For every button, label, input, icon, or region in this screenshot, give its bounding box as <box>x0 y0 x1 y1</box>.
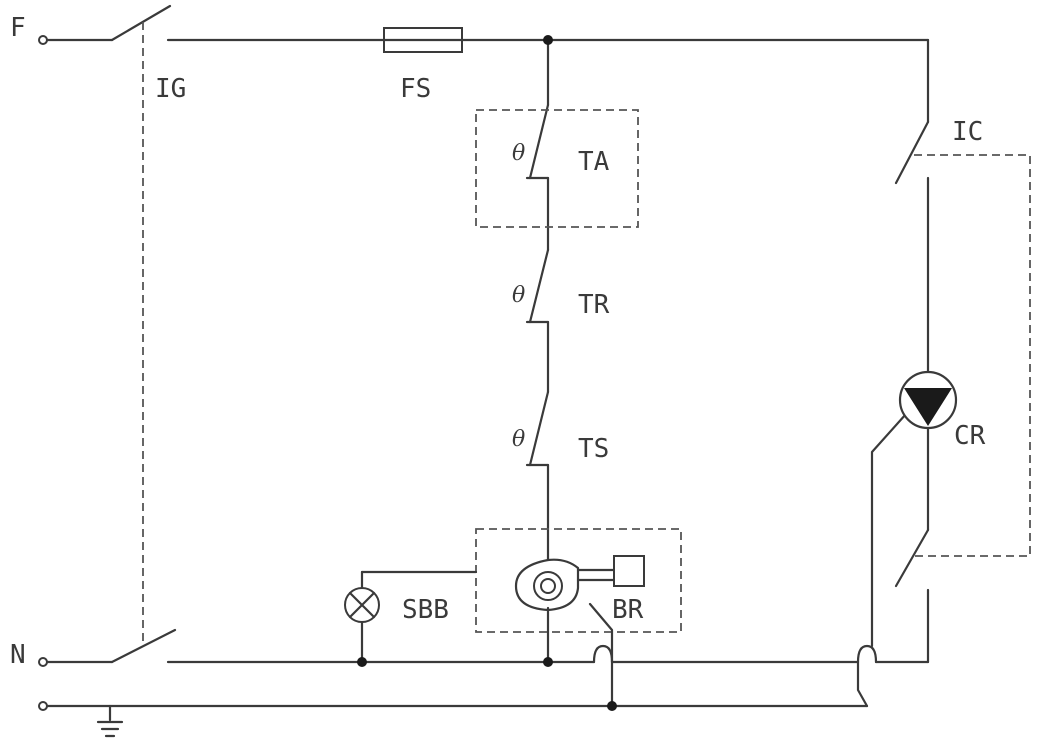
main-switch-label: IG <box>155 74 186 104</box>
terminal-f <box>38 35 48 45</box>
terminal-n-label: N <box>10 640 26 670</box>
thermostat-r-symbol: θ <box>512 283 525 308</box>
pump-branch <box>856 120 930 708</box>
fuse-symbol <box>382 27 464 53</box>
pump-switch-label: IC <box>952 117 983 147</box>
thermostat-s-label: TS <box>578 434 609 464</box>
pump-label: CR <box>954 421 986 451</box>
phase-line <box>45 4 930 124</box>
pump-switch-link <box>914 154 1031 557</box>
terminal-n <box>38 657 48 667</box>
thermostat-a-box <box>475 109 639 228</box>
burner-symbol <box>514 555 645 708</box>
thermostat-a-symbol: θ <box>512 141 525 166</box>
main-switch-blade-top <box>110 4 172 42</box>
earth-line <box>45 704 869 738</box>
junction-dot <box>357 657 367 667</box>
junction-dot <box>543 657 553 667</box>
thermostat-r-label: TR <box>578 290 610 320</box>
thermostat-s-symbol: θ <box>512 427 525 452</box>
neutral-line <box>45 628 930 664</box>
fuse-label: FS <box>400 74 431 104</box>
terminal-earth <box>38 701 48 711</box>
pump-switch-blade-bottom <box>894 528 930 588</box>
junction-dot <box>607 701 617 711</box>
burner-box <box>475 528 682 633</box>
lamp-label: SBB <box>402 595 449 625</box>
burner-label: BR <box>612 595 644 625</box>
pump-symbol <box>898 370 958 430</box>
main-switch-blade-bottom <box>110 628 177 664</box>
pump-switch-blade-top <box>894 120 930 185</box>
junction-dot <box>543 35 553 45</box>
thermostat-branch <box>525 38 550 664</box>
thermostat-a-label: TA <box>578 147 610 177</box>
lamp-symbol <box>344 570 478 664</box>
terminal-f-label: F <box>10 13 26 43</box>
